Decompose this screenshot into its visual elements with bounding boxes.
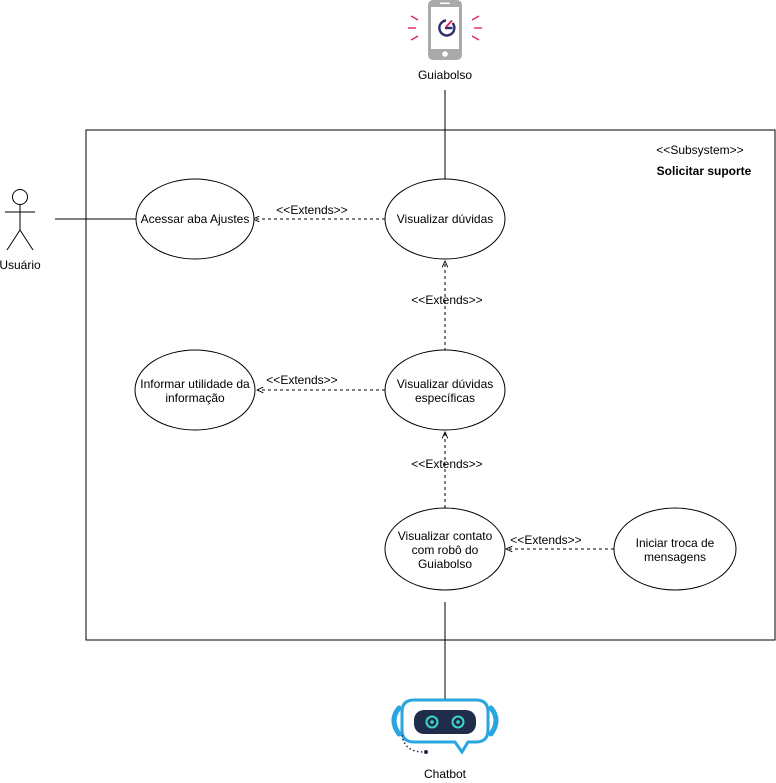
extend-label: <<Extends>>	[510, 533, 581, 547]
use-case-label: Guiabolso	[418, 557, 472, 571]
use-case-informar-utilidade: Informar utilidade da informação	[134, 349, 256, 431]
use-case-visualizar-duvidas-especificas: Visualizar dúvidas específicas	[384, 349, 506, 431]
use-case-label: específicas	[415, 391, 475, 405]
use-case-label: Iniciar troca de	[636, 536, 715, 550]
use-case-label: com robô do	[412, 543, 479, 557]
use-case-label: Visualizar dúvidas	[397, 377, 494, 391]
actor-usuario: Usuário	[0, 189, 41, 272]
subsystem-name: Solicitar suporte	[657, 164, 752, 178]
signal-rays-icon	[408, 15, 482, 41]
robot-icon	[391, 698, 499, 755]
phone-icon	[428, 0, 462, 60]
use-case-visualizar-contato: Visualizar contato com robô do Guiabolso	[384, 507, 506, 591]
subsystem-stereotype: <<Subsystem>>	[656, 143, 743, 157]
actor-label: Guiabolso	[418, 68, 472, 82]
extend-label: <<Extends>>	[411, 457, 482, 471]
use-case-label: informação	[165, 391, 225, 405]
use-case-label: Acessar aba Ajustes	[141, 212, 250, 226]
use-case-label: Informar utilidade da	[140, 377, 250, 391]
guiabolso-logo-icon	[438, 19, 456, 37]
use-case-label: mensagens	[644, 550, 706, 564]
actor-label: Usuário	[0, 258, 41, 272]
actor-guiabolso: Guiabolso	[408, 0, 482, 82]
stick-figure-icon	[5, 189, 35, 251]
actor-label: Chatbot	[424, 767, 467, 781]
use-case-acessar-aba-ajustes: Acessar aba Ajustes	[135, 178, 255, 260]
actor-chatbot: Chatbot	[391, 698, 499, 781]
extend-label: <<Extends>>	[411, 293, 482, 307]
extend-label: <<Extends>>	[276, 203, 347, 217]
use-case-iniciar-troca: Iniciar troca de mensagens	[613, 507, 737, 591]
use-case-visualizar-duvidas: Visualizar dúvidas	[384, 178, 506, 260]
subsystem-boundary	[85, 129, 776, 641]
extend-label: <<Extends>>	[266, 373, 337, 387]
use-case-label: Visualizar dúvidas	[397, 212, 494, 226]
use-case-label: Visualizar contato	[398, 529, 493, 543]
